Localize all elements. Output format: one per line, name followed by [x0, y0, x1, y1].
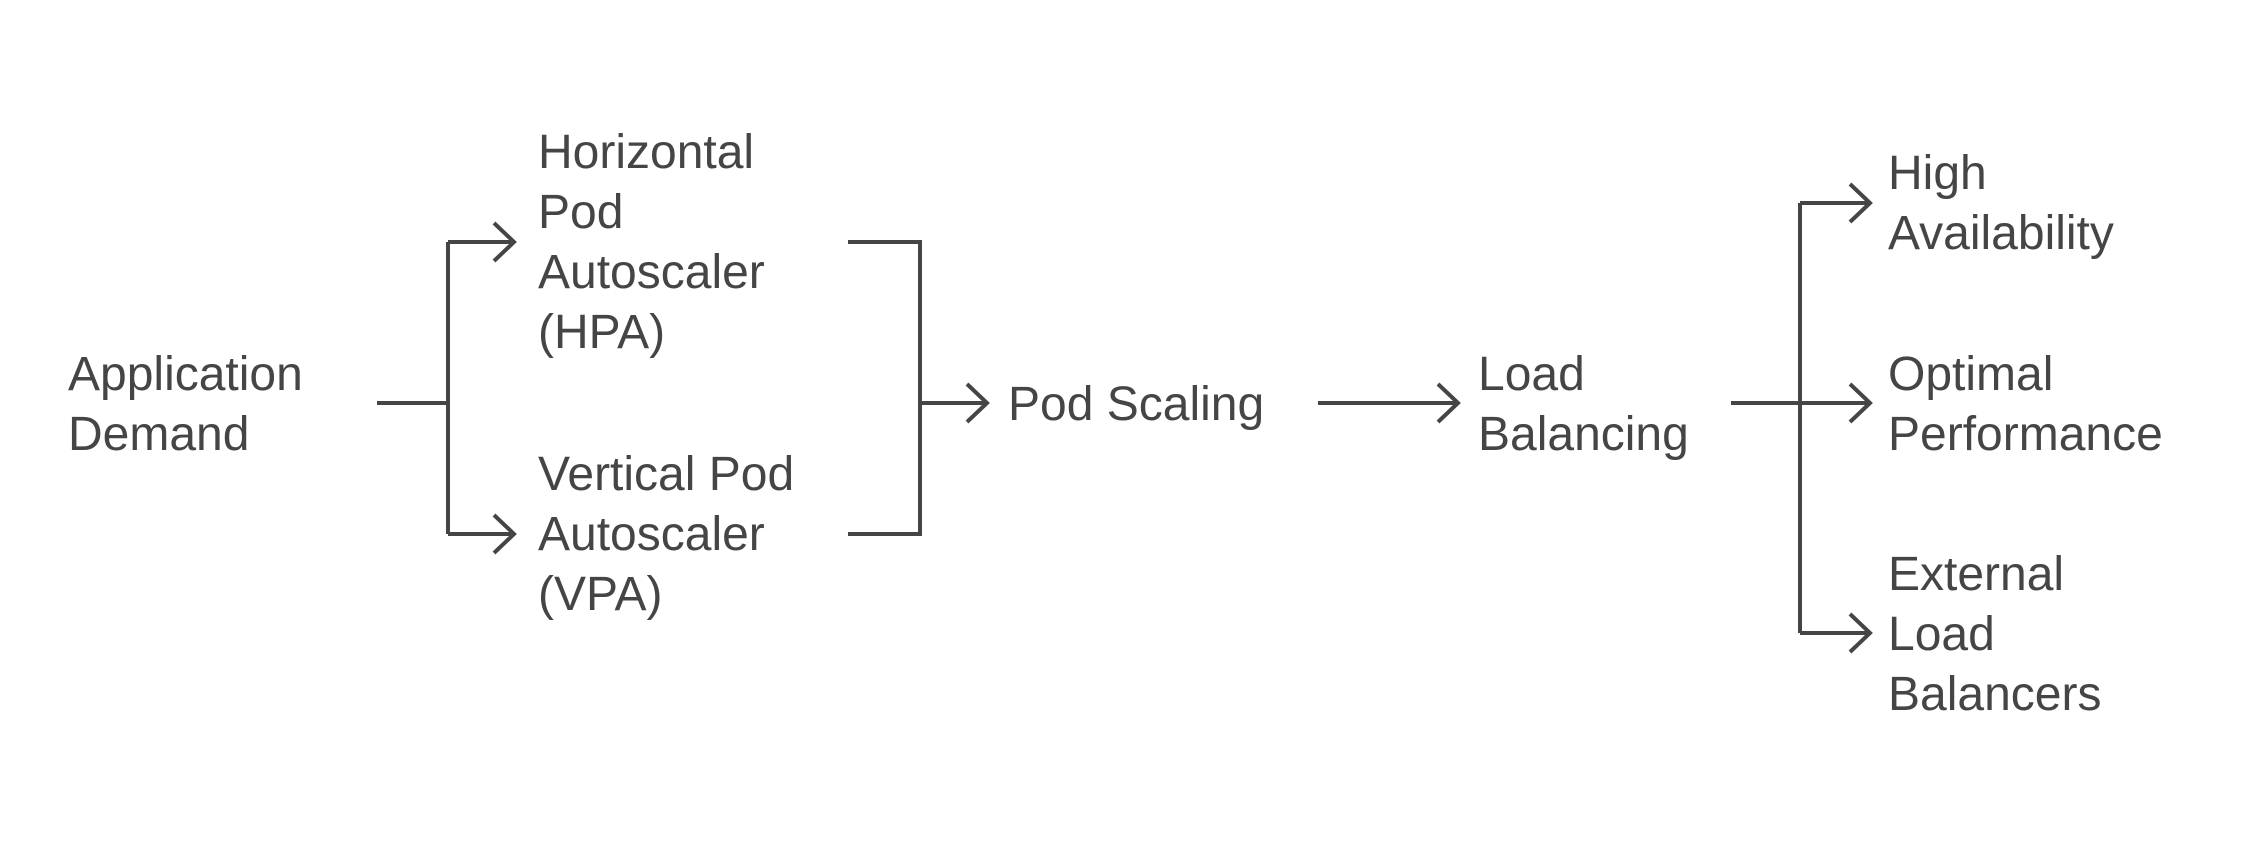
edge-hpa-to-merge	[848, 240, 922, 536]
node-external-load-balancers: External Load Balancers	[1888, 548, 2101, 721]
node-label-line: Availability	[1888, 207, 2114, 260]
node-hpa: Horizontal Pod Autoscaler (HPA)	[538, 126, 778, 359]
node-load-balancing: Load Balancing	[1478, 348, 1689, 461]
node-labels: Application Demand Horizontal Pod Autosc…	[68, 126, 2163, 721]
node-label-line: Demand	[68, 408, 249, 461]
node-pod-scaling: Pod Scaling	[1008, 378, 1264, 431]
node-label-line: Application	[68, 348, 303, 401]
node-label-line: Autoscaler	[538, 508, 765, 561]
node-label-line: Horizontal	[538, 126, 754, 179]
node-optimal-performance: Optimal Performance	[1888, 348, 2163, 461]
arrowhead-load-balancing	[1436, 382, 1461, 424]
node-label-line: Pod	[538, 186, 623, 239]
arrowhead-high-availability	[1848, 182, 1873, 224]
edge-demand-split	[377, 242, 450, 534]
node-label-line: Autoscaler	[538, 246, 765, 299]
edge-load-balancing-split	[1731, 203, 1802, 633]
arrowhead-pod-scaling	[965, 382, 990, 424]
node-application-demand: Application Demand	[68, 348, 316, 461]
node-label-line: Performance	[1888, 408, 2163, 461]
node-label-line: Balancers	[1888, 668, 2101, 721]
arrowhead-external-load-balancers	[1848, 612, 1873, 654]
node-label-line: (HPA)	[538, 306, 665, 359]
node-label-line: High	[1888, 147, 1987, 200]
arrowhead-vpa	[492, 513, 517, 555]
node-label-line: Load	[1478, 348, 1585, 401]
connectors	[377, 182, 1873, 654]
node-label-line: External	[1888, 548, 2064, 601]
node-label-line: Optimal	[1888, 348, 2053, 401]
node-label-line: (VPA)	[538, 568, 662, 621]
node-vpa: Vertical Pod Autoscaler (VPA)	[538, 448, 808, 621]
node-label-line: Load	[1888, 608, 1995, 661]
node-high-availability: High Availability	[1888, 147, 2114, 260]
node-label-line: Vertical Pod	[538, 448, 794, 501]
arrowhead-hpa	[492, 221, 517, 263]
node-label-line: Balancing	[1478, 408, 1689, 461]
node-label-line: Pod Scaling	[1008, 378, 1264, 431]
arrowhead-optimal-performance	[1848, 382, 1873, 424]
